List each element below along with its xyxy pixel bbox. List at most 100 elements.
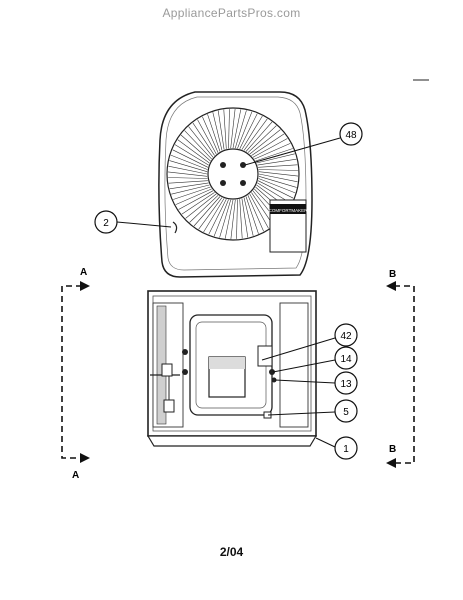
grille-fin [255,148,293,162]
grille-fin [185,193,217,219]
grille-fin [245,121,273,152]
grille-fin [245,196,259,234]
section-a-marker [61,281,90,463]
hub-bolt [240,180,246,186]
grille-fin [257,158,297,166]
grille-fin [257,180,294,199]
grille-fin [217,110,225,150]
grille-fin [188,126,214,158]
fan-grille-fins [167,108,299,240]
top-unit-inner-outline [164,96,307,271]
grille-fin [180,134,211,162]
service-valve [161,363,173,377]
hub-bolt [220,162,226,168]
callout-label: 48 [345,130,357,141]
decal-text: COMFORTMAKER [269,208,308,213]
part-13 [271,377,277,383]
grille-fin [202,116,219,153]
grille-fin [207,114,221,152]
section-a-arrow-top [80,281,90,291]
handle [172,221,178,234]
section-label-b-bottom: B [389,444,396,455]
grille-fin [189,195,219,223]
grille-fin [243,118,268,151]
section-a-arrow-bottom [80,453,90,463]
grille-fin [228,109,230,149]
grille-fin [172,149,209,168]
callout-14: 14 [334,346,358,370]
grille-fin [251,133,285,156]
hub-bolt [220,180,226,186]
grille-fin [168,177,208,179]
grille-fin [239,113,258,150]
callout-label: 42 [340,331,352,342]
grille-fin [168,165,208,175]
leader-lines [116,137,341,448]
label-plate-band [270,204,306,214]
fan-hub [207,148,259,200]
callout-48: 48 [339,122,363,146]
fitting [182,349,188,355]
callout-5: 5 [334,399,358,423]
grille-fin [252,138,288,158]
grille-fin [251,192,274,226]
section-label-a-bottom: A [72,470,79,481]
grille-fin [254,143,291,160]
grille-fin [258,164,298,168]
grille-fin [249,129,281,155]
callout-label: 2 [103,218,109,229]
grille-fin [232,109,242,149]
grille-fin [243,197,254,236]
grille-fin [239,199,243,239]
grille-fin [258,173,298,183]
unit-base [146,435,318,447]
grille-fin [178,190,214,210]
grille-fin [174,144,209,166]
grille-fin [224,199,234,239]
grille-fin [171,184,210,195]
grille-fin [169,182,209,190]
part-42-bracket [257,345,273,367]
callout-label: 14 [340,354,352,365]
grille-fin [247,195,264,232]
grille-fin [258,169,298,171]
section-b-arrow-bottom [386,458,396,468]
section-b-marker [386,281,415,468]
hub-bolt [240,162,246,168]
grille-fin [173,186,211,200]
top-unit: COMFORTMAKER [158,91,313,278]
grille-fin [197,119,217,155]
grille-fin [241,198,249,238]
grille-fin [230,199,236,240]
section-a-line [61,285,82,459]
callout-label: 13 [340,379,352,390]
grille-fin [256,153,295,164]
grille-fin [198,197,223,230]
grille-fin [168,180,208,184]
callout-42: 42 [334,323,358,347]
section-label-a-top: A [80,267,87,278]
grille-fin [223,109,227,149]
callout-1: 1 [334,436,358,460]
grille-fin [192,122,215,156]
grille-fin [203,198,225,233]
grille-fin [241,115,263,150]
grille-fin [236,199,238,239]
page-code: 2/04 [219,545,244,559]
callout-13: 13 [334,371,358,395]
section-b-arrow-top [386,281,396,291]
grille-fin [212,112,223,151]
grille-fin [177,139,210,164]
control-box-shade [209,357,245,369]
grille-fin [258,176,297,188]
grille-fin [230,108,236,149]
grille-fin [184,130,212,160]
part-14 [269,369,275,375]
grille-fin [219,199,231,238]
fitting [182,369,188,375]
grille-fin [213,199,229,237]
service-valve [163,399,175,413]
bottom-unit [146,290,318,447]
grille-fin [181,192,215,215]
